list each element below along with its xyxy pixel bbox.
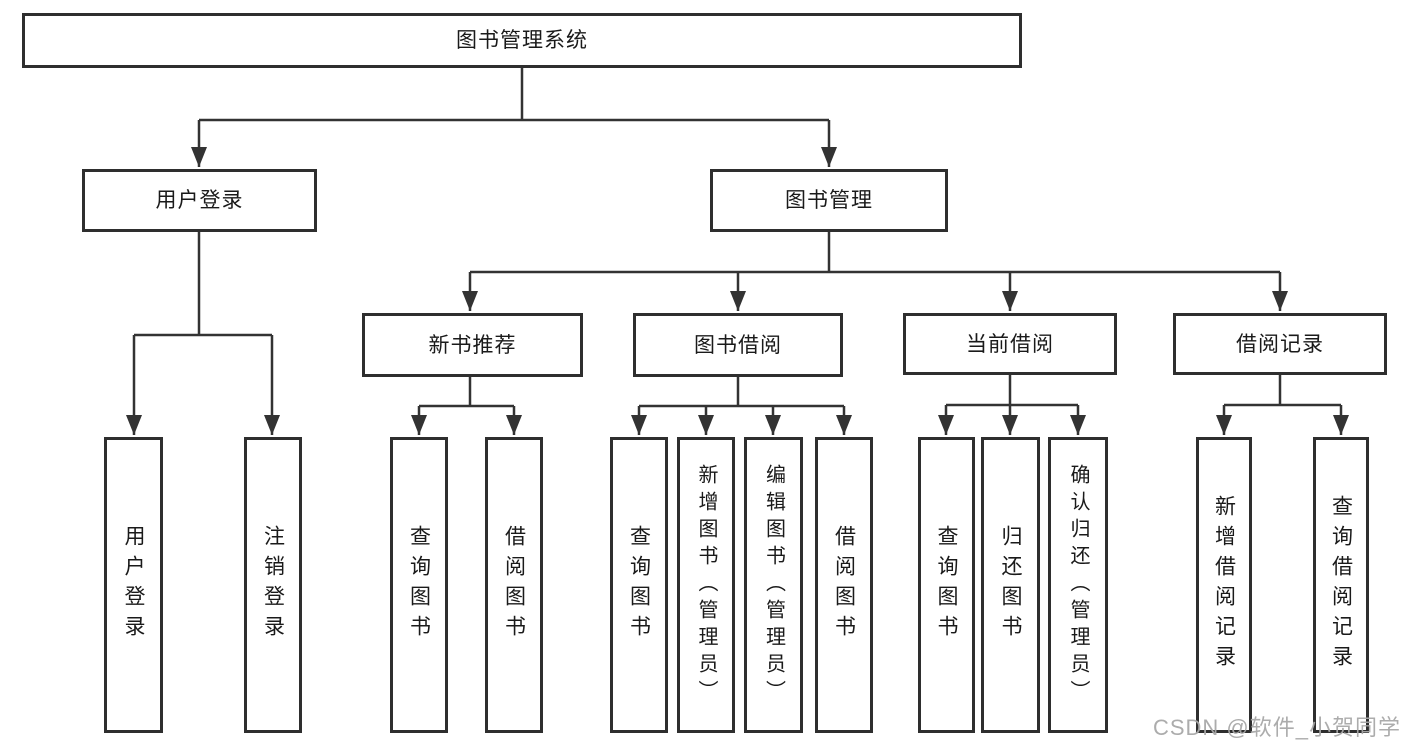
node-label: 编辑图书（管理员） <box>762 463 785 707</box>
leaf-return-books: 归还图书 <box>981 437 1040 733</box>
leaf-recommend-borrow-books: 借阅图书 <box>485 437 543 733</box>
node-user-login: 用户登录 <box>82 169 317 232</box>
node-label: 用户登录 <box>155 189 244 212</box>
leaf-query-borrow-record: 查询借阅记录 <box>1313 437 1369 733</box>
node-label: 查询图书 <box>935 525 958 645</box>
node-label: 新增图书（管理员） <box>695 463 717 707</box>
leaf-add-borrow-record: 新增借阅记录 <box>1196 437 1252 733</box>
node-label: 借阅图书 <box>832 525 856 645</box>
node-label: 图书管理 <box>785 189 873 212</box>
node-label: 图书借阅 <box>694 333 782 357</box>
node-label: 新书推荐 <box>428 333 517 357</box>
leaf-confirm-return-admin: 确认归还（管理员） <box>1048 437 1108 733</box>
node-label: 新增借阅记录 <box>1212 495 1236 675</box>
node-label: 图书管理系统 <box>456 29 588 52</box>
node-new-book-recommend: 新书推荐 <box>362 313 583 377</box>
node-label: 借阅图书 <box>502 525 526 645</box>
node-label: 用户登录 <box>122 525 145 645</box>
node-label: 查询借阅记录 <box>1329 495 1353 675</box>
node-label: 查询图书 <box>407 525 431 645</box>
node-label: 确认归还（管理员） <box>1067 463 1089 707</box>
leaf-add-books-admin: 新增图书（管理员） <box>677 437 735 733</box>
node-system-root: 图书管理系统 <box>22 13 1022 68</box>
node-label: 查询图书 <box>627 525 651 645</box>
node-label: 注销登录 <box>261 525 285 645</box>
leaf-edit-books-admin: 编辑图书（管理员） <box>744 437 803 733</box>
leaf-recommend-query-books: 查询图书 <box>390 437 448 733</box>
leaf-user-login: 用户登录 <box>104 437 163 733</box>
node-label: 借阅记录 <box>1236 332 1324 356</box>
node-borrow-records: 借阅记录 <box>1173 313 1387 375</box>
node-book-borrow: 图书借阅 <box>633 313 843 377</box>
leaf-borrow-query-books: 查询图书 <box>610 437 668 733</box>
node-label: 归还图书 <box>999 525 1022 645</box>
node-current-borrow: 当前借阅 <box>903 313 1117 375</box>
leaf-logout-login: 注销登录 <box>244 437 302 733</box>
node-label: 当前借阅 <box>966 332 1054 356</box>
leaf-current-query-books: 查询图书 <box>918 437 975 733</box>
leaf-borrow-books: 借阅图书 <box>815 437 873 733</box>
node-book-management: 图书管理 <box>710 169 948 232</box>
csdn-watermark: CSDN @软件_小贺同学 <box>1152 715 1401 740</box>
